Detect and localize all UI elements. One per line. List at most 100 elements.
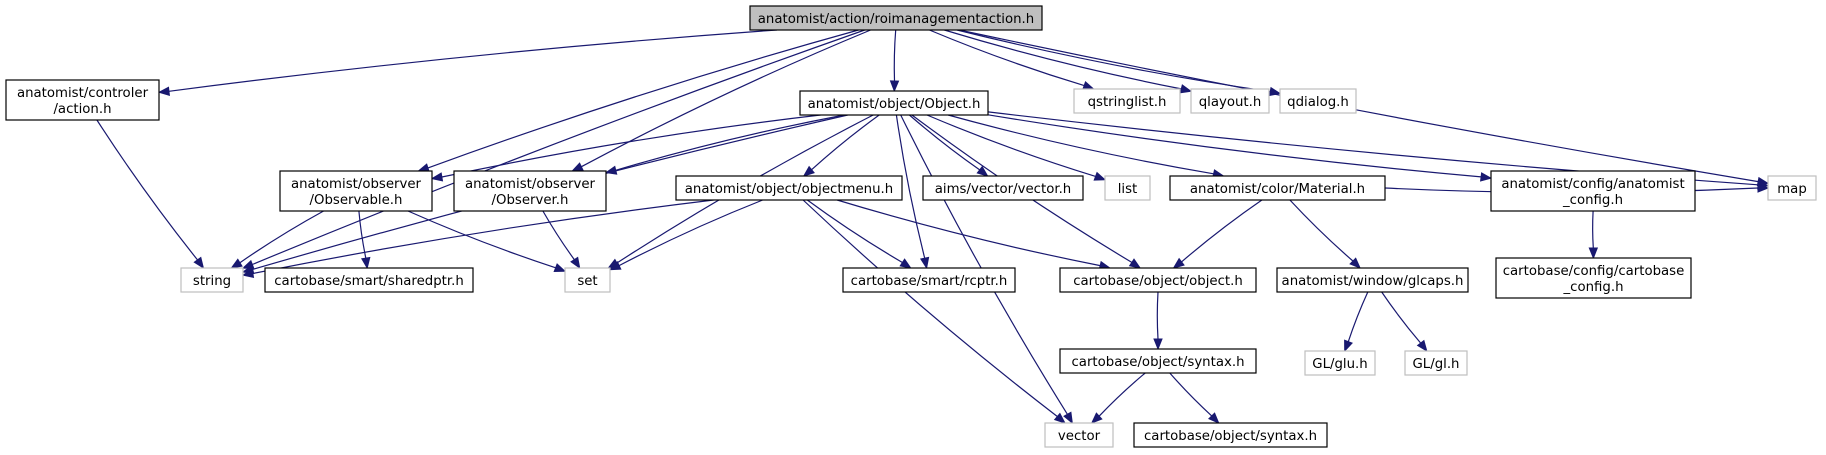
edge-observable-to-string [230, 210, 324, 269]
node-box [1059, 348, 1257, 374]
node-object_h[interactable]: anatomist/object/Object.h [799, 90, 989, 116]
edges-layer [96, 29, 1770, 425]
node-label: /Observable.h [310, 193, 403, 208]
node-glu: GL/glu.h [1304, 350, 1376, 376]
node-box [1490, 170, 1696, 212]
node-box [1190, 88, 1270, 114]
node-label: anatomist/object/objectmenu.h [685, 182, 893, 197]
edge-object_h-to-aimsvector [909, 114, 989, 177]
edge-material-to-cbobject [1172, 199, 1263, 269]
edge-root-to-qlayout [944, 29, 1193, 94]
node-objectmenu[interactable]: anatomist/object/objectmenu.h [675, 175, 903, 201]
node-cbconfig[interactable]: cartobase/config/cartobase_config.h [1495, 257, 1692, 299]
edge-cbobject-to-syntax1 [1153, 291, 1163, 351]
edge-root-to-object_h [889, 29, 900, 93]
node-box [1276, 267, 1469, 293]
node-label: GL/gl.h [1413, 357, 1460, 372]
node-label: anatomist/observer [465, 177, 596, 192]
node-string: string [180, 267, 244, 293]
node-label: _config.h [1562, 193, 1623, 208]
node-box [1104, 175, 1151, 201]
node-syntax2[interactable]: cartobase/object/syntax.h [1133, 422, 1328, 448]
node-box [749, 5, 1043, 31]
node-label: cartobase/config/cartobase [1503, 264, 1685, 279]
node-box [1133, 422, 1328, 448]
edge-object_h-to-anaconfig [987, 114, 1493, 182]
node-observer[interactable]: anatomist/observer/Observer.h [453, 170, 607, 212]
node-box [1044, 422, 1114, 448]
node-qdialog: qdialog.h [1279, 88, 1357, 114]
edge-observable-to-set [407, 210, 567, 273]
edge-object_h-to-list [926, 114, 1107, 181]
node-label: /action.h [53, 102, 111, 117]
node-box [799, 90, 989, 116]
node-label: anatomist/observer [291, 177, 422, 192]
node-box [1279, 88, 1357, 114]
node-aimsvector[interactable]: aims/vector/vector.h [922, 175, 1084, 201]
nodes-layer: anatomist/action/roimanagementaction.h an… [5, 5, 1817, 448]
node-box [1169, 175, 1386, 201]
node-label: /Observer.h [492, 193, 569, 208]
edge-objectmenu-to-rcptr [806, 199, 912, 269]
node-label: anatomist/action/roimanagementaction.h [758, 12, 1034, 27]
node-box [1304, 350, 1376, 376]
node-label: cartobase/object/object.h [1073, 274, 1243, 289]
edge-root-to-observable [417, 29, 859, 173]
node-observable[interactable]: anatomist/observer/Observable.h [279, 170, 433, 212]
node-label: cartobase/object/syntax.h [1144, 429, 1317, 444]
node-anaconfig[interactable]: anatomist/config/anatomist_config.h [1490, 170, 1696, 212]
node-label: anatomist/color/Material.h [1190, 182, 1365, 197]
edge-object_h-to-rcptr [895, 114, 930, 270]
node-label: qlayout.h [1199, 95, 1262, 110]
edge-action-to-string [96, 119, 205, 270]
node-rcptr[interactable]: cartobase/smart/rcptr.h [842, 267, 1016, 293]
edge-root-to-qstringlist [929, 29, 1095, 90]
edge-root-to-action [157, 29, 778, 96]
node-label: cartobase/smart/sharedptr.h [274, 274, 464, 289]
edge-observer-to-set [542, 210, 581, 270]
node-box [922, 175, 1084, 201]
node-box [1767, 175, 1817, 201]
node-box [1495, 257, 1692, 299]
edge-syntax1-to-vector [1090, 372, 1146, 424]
node-label: GL/glu.h [1312, 357, 1367, 372]
node-syntax1[interactable]: cartobase/object/syntax.h [1059, 348, 1257, 374]
node-label: list [1118, 182, 1138, 197]
edge-anaconfig-to-cbconfig [1588, 210, 1599, 260]
node-qlayout: qlayout.h [1190, 88, 1270, 114]
node-cbobject[interactable]: cartobase/object/object.h [1059, 267, 1257, 293]
node-material[interactable]: anatomist/color/Material.h [1169, 175, 1386, 201]
node-label: qdialog.h [1287, 95, 1349, 110]
node-box [842, 267, 1016, 293]
edge-object_h-to-material [947, 114, 1225, 179]
node-box [264, 267, 474, 293]
node-glcaps[interactable]: anatomist/window/glcaps.h [1276, 267, 1469, 293]
edge-glcaps-to-gl [1381, 291, 1428, 353]
node-label: aims/vector/vector.h [935, 182, 1071, 197]
edge-object_h-to-vector [900, 114, 1073, 425]
node-gl: GL/gl.h [1404, 350, 1468, 376]
node-box [279, 170, 433, 212]
node-box [1073, 88, 1181, 114]
node-label: qstringlist.h [1088, 95, 1167, 110]
node-action[interactable]: anatomist/controler/action.h [5, 79, 160, 121]
node-box [1059, 267, 1257, 293]
node-box [675, 175, 903, 201]
node-vector: vector [1044, 422, 1114, 448]
node-root[interactable]: anatomist/action/roimanagementaction.h [749, 5, 1043, 31]
node-sharedptr[interactable]: cartobase/smart/sharedptr.h [264, 267, 474, 293]
edge-syntax1-to-syntax2 [1169, 372, 1220, 424]
node-list: list [1104, 175, 1151, 201]
node-label: anatomist/controler [17, 86, 149, 101]
node-label: set [577, 274, 597, 289]
node-label: anatomist/window/glcaps.h [1282, 274, 1464, 289]
node-label: cartobase/object/syntax.h [1071, 355, 1244, 370]
node-label: _config.h [1563, 280, 1624, 295]
edge-objectmenu-to-set [608, 199, 763, 271]
edge-objectmenu-to-cbobject [836, 199, 1112, 271]
node-label: anatomist/config/anatomist [1501, 177, 1684, 192]
edge-object_h-to-observable [430, 114, 821, 182]
node-set: set [564, 267, 611, 293]
node-label: map [1777, 182, 1807, 197]
